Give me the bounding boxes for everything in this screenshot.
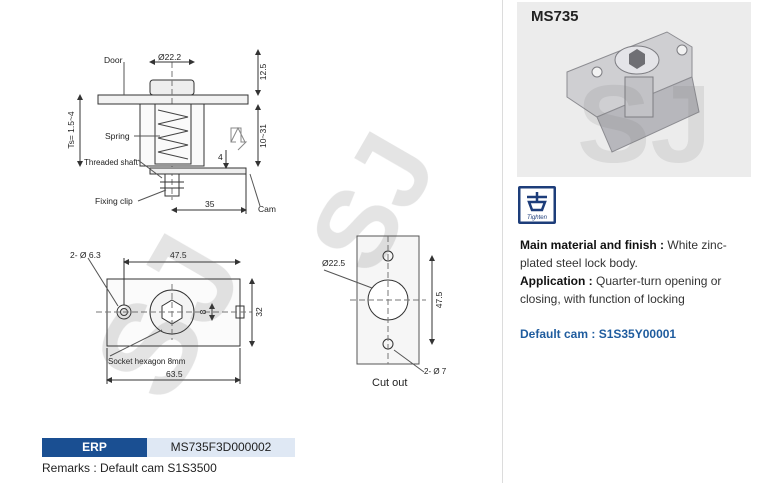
application-line: Application : Quarter-turn opening or cl… <box>520 272 748 308</box>
dim-12-5: 12.5 <box>258 63 268 80</box>
dim-47-5-top: 47.5 <box>170 250 187 260</box>
cutout-view <box>323 235 435 373</box>
application-value: Quarter-turn opening or closing, with fu… <box>520 274 722 306</box>
dim-8: 8 <box>198 309 208 314</box>
column-divider <box>502 0 503 483</box>
dim-63-5: 63.5 <box>166 369 183 379</box>
watermark-text-2: SJ <box>286 113 460 291</box>
default-cam: Default cam : S1S35Y00001 <box>520 327 676 341</box>
tighten-icon: Tighten <box>518 186 556 224</box>
default-cam-value[interactable]: S1S35Y00001 <box>598 327 677 341</box>
label-socket: Socket hexagon 8mm <box>108 357 186 366</box>
application-label: Application : <box>520 274 593 288</box>
remarks: Remarks : Default cam S1S3500 <box>42 461 217 475</box>
technical-drawing: Door Spring Threaded shaft Fixing clip C… <box>65 49 460 422</box>
top-view-labels: 2- Ø 6.3 47.5 63.5 Socket hexagon 8mm 8 … <box>70 250 264 379</box>
product-photo: SJ <box>517 2 751 186</box>
dim-cutout-diameter: Ø22.5 <box>322 258 345 268</box>
material-line: Main material and finish : White zinc-pl… <box>520 236 748 272</box>
erp-label: ERP <box>42 438 147 457</box>
photo-latch <box>566 31 700 153</box>
material-label: Main material and finish : <box>520 238 665 252</box>
dim-35: 35 <box>205 199 215 209</box>
watermark-text: SJ <box>65 211 271 422</box>
erp-value: MS735F3D000002 <box>147 438 295 457</box>
default-cam-label: Default cam : <box>520 327 596 341</box>
material-value: White zinc-plated steel lock body. <box>520 238 727 270</box>
model-title: MS735 <box>531 8 579 25</box>
dim-ts: Ts= 1.5~4 <box>66 111 76 149</box>
side-view-labels: Door Spring Threaded shaft Fixing clip C… <box>66 52 276 214</box>
label-threaded-shaft: Threaded shaft <box>84 158 139 167</box>
top-view <box>87 257 255 384</box>
dim-holes: 2- Ø 6.3 <box>70 250 101 260</box>
dim-47-5-cutout: 47.5 <box>434 291 444 308</box>
product-description: Main material and finish : White zinc-pl… <box>520 236 748 308</box>
label-fixing-clip: Fixing clip <box>95 196 133 206</box>
label-spring: Spring <box>105 131 130 141</box>
label-cam: Cam <box>258 204 276 214</box>
dim-32: 32 <box>254 307 264 317</box>
dim-10-31: 10~31 <box>258 124 268 148</box>
tighten-label: Tighten <box>527 215 548 221</box>
dim-4: 4 <box>218 152 223 162</box>
side-view <box>77 49 261 214</box>
label-door: Door <box>104 55 123 65</box>
dim-top-diameter: Ø22.2 <box>158 52 181 62</box>
cutout-caption: Cut out <box>372 377 407 389</box>
dim-cutout-holes: 2- Ø 7 <box>424 367 447 376</box>
cutout-labels: Ø22.5 2- Ø 7 47.5 Cut out <box>322 258 447 389</box>
photo-watermark: SJ <box>577 63 712 177</box>
